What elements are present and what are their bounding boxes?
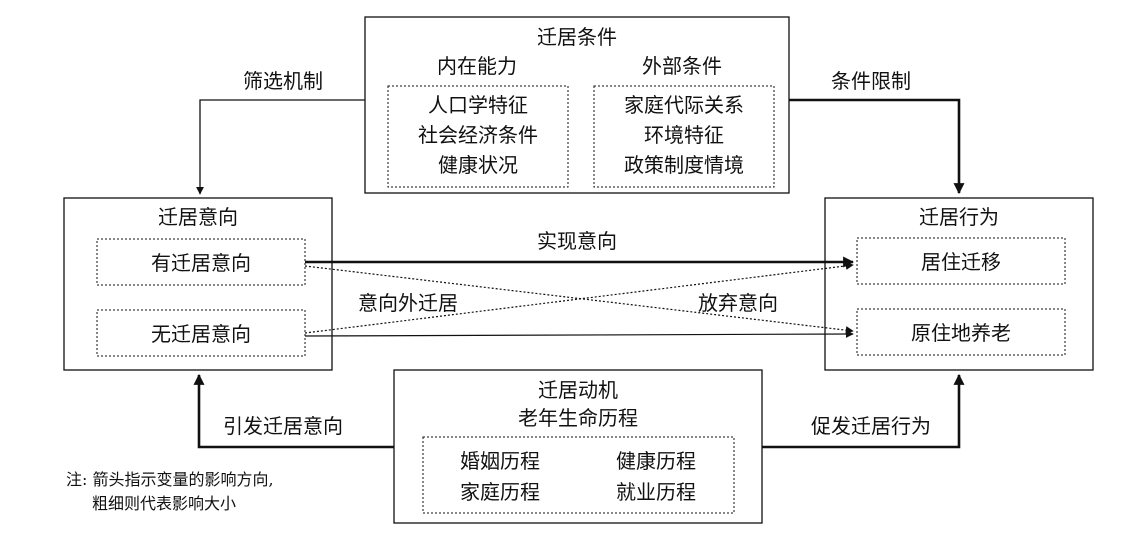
trigger-intention-label: 引发迁居意向 xyxy=(223,414,343,438)
motivation-title: 迁居动机 xyxy=(538,378,618,402)
realize-label: 实现意向 xyxy=(537,229,617,253)
motivation-subtitle: 老年生命历程 xyxy=(518,406,638,430)
screening-label: 筛选机制 xyxy=(243,69,323,93)
stay-arrow xyxy=(304,330,854,339)
age-in-place-label: 原住地养老 xyxy=(911,321,1011,345)
internal-title: 内在能力 xyxy=(437,54,517,78)
note-line-1: 注: 箭头指示变量的影响方向, xyxy=(66,470,274,489)
trigger-behavior-label: 促发迁居行为 xyxy=(811,414,931,438)
relocation-label: 居住迁移 xyxy=(921,250,1001,274)
intention-box: 迁居意向 有迁居意向 无迁居意向 xyxy=(63,197,333,371)
life-course-item: 就业历程 xyxy=(616,480,696,504)
no-intention-box xyxy=(96,309,306,357)
internal-item: 健康状况 xyxy=(438,153,518,177)
behavior-box: 迁居行为 居住迁移 原住地养老 xyxy=(824,197,1094,371)
external-item: 政策制度情境 xyxy=(624,153,744,177)
constraint-arrow xyxy=(789,98,965,195)
no-intention-label: 无迁居意向 xyxy=(151,322,251,346)
external-conditions-box: 家庭代际关系 环境特征 政策制度情境 xyxy=(593,85,775,188)
intention-title: 迁居意向 xyxy=(158,205,238,229)
unintended-label: 意向外迁居 xyxy=(358,291,458,315)
internal-ability-box: 人口学特征 社会经济条件 健康状况 xyxy=(387,85,569,188)
life-course-item: 婚姻历程 xyxy=(460,449,540,473)
trigger-behavior-arrow xyxy=(762,373,965,449)
trigger-intention-arrow xyxy=(193,373,394,449)
external-title: 外部条件 xyxy=(642,54,722,78)
motivation-box: 迁居动机 老年生命历程 婚姻历程 健康历程 家庭历程 就业历程 xyxy=(393,369,763,524)
has-intention-box xyxy=(96,238,306,286)
age-in-place-box xyxy=(856,308,1066,356)
internal-item: 人口学特征 xyxy=(428,93,528,117)
internal-item: 社会经济条件 xyxy=(418,123,538,147)
conditions-title: 迁居条件 xyxy=(537,25,617,49)
life-course-item: 健康历程 xyxy=(616,449,696,473)
behavior-title: 迁居行为 xyxy=(919,205,999,229)
relocation-box xyxy=(856,237,1066,285)
screening-arrow xyxy=(196,99,365,195)
external-item: 家庭代际关系 xyxy=(624,93,744,117)
has-intention-label: 有迁居意向 xyxy=(151,251,251,275)
unintended-arrow xyxy=(304,261,854,334)
conditions-box: 迁居条件 内在能力 外部条件 人口学特征 社会经济条件 健康状况 家庭代际关系 … xyxy=(364,16,790,194)
life-course-box xyxy=(422,436,735,514)
abandon-label: 放弃意向 xyxy=(698,291,778,315)
external-item: 环境特征 xyxy=(644,123,724,147)
note-line-2: 粗细则代表影响大小 xyxy=(92,494,236,513)
constraint-label: 条件限制 xyxy=(831,69,911,93)
life-course-item: 家庭历程 xyxy=(460,480,540,504)
